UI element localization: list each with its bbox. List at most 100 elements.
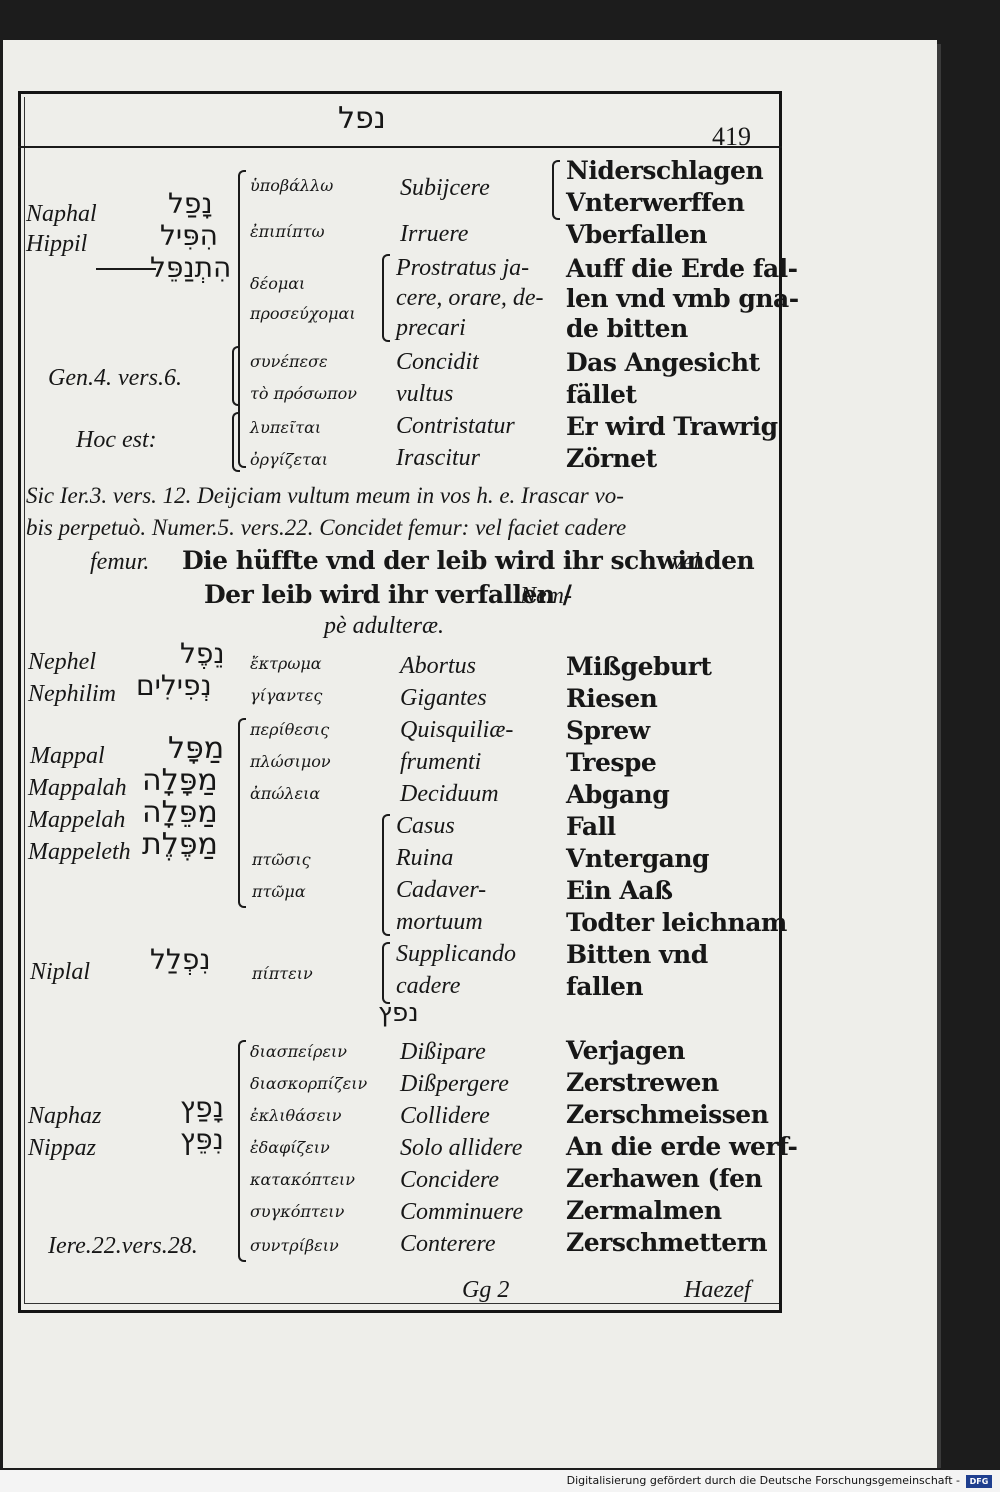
latin-casus: Casus	[396, 813, 455, 839]
latin-frumenti: frumenti	[400, 749, 482, 775]
greek-comminuere: συγκόπτειν	[250, 1202, 345, 1221]
latin-comminuere: Comminuere	[400, 1199, 524, 1225]
greek-collidere: ἐκλιθάσειν	[250, 1106, 342, 1125]
hebrew-subtitle: נפץ	[378, 998, 419, 1028]
page-number: 419	[712, 122, 751, 151]
greek-irruere: ἐπιπίπτω	[250, 222, 325, 241]
greek-quisquiliae: περίθεσις	[250, 720, 330, 739]
latin-dissipare: Dißipare	[400, 1039, 486, 1065]
german-leichnam: Todter leichnam	[566, 908, 787, 937]
german-zermalmen: Zermalmen	[566, 1196, 722, 1225]
latin-solo-allidere: Solo allidere	[400, 1135, 523, 1161]
label-mappelah: Mappelah	[28, 807, 126, 833]
page-frame	[18, 91, 782, 1313]
hebrew-hippil: הִפִּיל	[160, 219, 218, 252]
greek-concidit: συνέπεσε	[250, 352, 328, 371]
label-niplal: Niplal	[30, 959, 91, 985]
latin-cadere: cadere	[396, 973, 461, 999]
latin-prostratus-1: Prostratus ja-	[396, 255, 530, 281]
hebrew-hitnapel: הִתְנַפֵּל	[150, 251, 232, 284]
page-frame-inner	[24, 97, 779, 1304]
paragraph-line-4-latin: Nem-	[520, 583, 572, 609]
greek-frumenti: πλώσιμον	[250, 752, 331, 771]
german-zerschmeissen: Zerschmeissen	[566, 1100, 769, 1129]
latin-deciduum: Deciduum	[400, 781, 499, 807]
brace-gen	[232, 346, 240, 406]
greek-prostratus-2: προσεύχομαι	[250, 304, 356, 323]
paragraph-line-3-latin: femur.	[90, 549, 150, 575]
dfg-logo: DFG	[966, 1475, 992, 1488]
latin-irascitur: Irascitur	[396, 445, 480, 471]
page-edge	[937, 44, 941, 1468]
paragraph-line-2: bis perpetuò. Numer.5. vers.22. Concidet…	[26, 515, 627, 540]
latin-supplicando: Supplicando	[396, 941, 516, 967]
german-prostratus-1: Auff die Erde fal-	[566, 254, 798, 283]
german-trespe: Trespe	[566, 748, 657, 777]
label-mappeleth: Mappeleth	[28, 839, 131, 865]
greek-dispergere: διασκορπίζειν	[250, 1074, 368, 1093]
label-mappal: Mappal	[30, 743, 105, 769]
hebrew-naphal: נָפַל	[168, 187, 213, 220]
hebrew-mappal: מַפָּל	[168, 731, 225, 766]
scan-footer-text: Digitalisierung gefördert durch die Deut…	[566, 1474, 960, 1487]
brace-latin-3	[382, 942, 390, 1004]
greek-casus: πτῶσις	[252, 850, 311, 869]
latin-dispergere: Dißpergere	[400, 1071, 509, 1097]
german-abgang: Abgang	[566, 780, 670, 809]
greek-dissipare: διασπείρειν	[250, 1042, 347, 1061]
latin-vultus: vultus	[396, 381, 454, 407]
greek-subijcere: ὑποβάλλω	[250, 176, 334, 195]
paragraph-line-3-german: Die hüffte vnd der leib wird ihr schwind…	[182, 546, 755, 575]
hebrew-nippaz: נִפֵּץ	[180, 1123, 224, 1156]
greek-gigantes: γίγαντες	[250, 686, 323, 705]
greek-irascitur: ὀργίζεται	[250, 450, 329, 469]
greek-vultus: τὸ πρόσωπον	[250, 384, 357, 403]
hoc-est-label: Hoc est:	[76, 427, 157, 453]
greek-deciduum: ἀπώλεια	[250, 784, 321, 803]
header-rule	[18, 146, 782, 148]
label-hippil: Hippil	[26, 231, 88, 257]
german-fallet: fället	[566, 380, 637, 409]
hebrew-mappelah: מַפֵּלָה	[142, 795, 218, 830]
latin-ruina: Ruina	[396, 845, 454, 871]
german-bitten: Bitten vnd	[566, 940, 708, 969]
gen-reference: Gen.4. vers.6.	[48, 365, 182, 391]
german-zornet: Zörnet	[566, 444, 657, 473]
label-naphaz: Naphaz	[28, 1103, 102, 1129]
brace-greek-1	[238, 170, 246, 468]
german-trawrig: Er wird Trawrig	[566, 412, 778, 441]
connector-dash	[96, 268, 156, 270]
label-mappalah: Mappalah	[28, 775, 127, 801]
latin-prostratus-2: cere, orare, de-	[396, 285, 544, 311]
german-vntergang: Vntergang	[566, 844, 710, 873]
label-nephilim: Nephilim	[28, 681, 116, 707]
hebrew-naphaz: נָפַץ	[180, 1091, 224, 1124]
hebrew-niplal: נִפְלַל	[150, 943, 211, 976]
german-zerhawen: Zerhawen (fen	[566, 1164, 763, 1193]
greek-concidere: κατακόπτειν	[250, 1170, 356, 1189]
label-nephel: Nephel	[28, 649, 96, 675]
greek-solo-allidere: ἐδαφίζειν	[250, 1138, 330, 1157]
paragraph-line-1: Sic Ier.3. vers. 12. Deijciam vultum meu…	[26, 483, 624, 508]
greek-contristatur: λυπεῖται	[250, 418, 322, 437]
scan-footer	[0, 1470, 1000, 1492]
brace-greek-2	[238, 718, 246, 908]
hebrew-mappalah: מַפָּלָה	[142, 763, 218, 798]
german-vnterwerffen: Vnterwerffen	[566, 188, 745, 217]
brace-latin-1	[382, 254, 390, 342]
german-angesicht: Das Angesicht	[566, 348, 760, 377]
latin-concidere: Concidere	[400, 1167, 500, 1193]
paragraph-line-3-end: vel	[672, 549, 700, 575]
latin-cadaver: Cadaver-	[396, 877, 487, 903]
paragraph-line-4-german: Der leib wird ihr verfallen /	[204, 580, 572, 609]
german-prostratus-3: de bitten	[566, 314, 688, 343]
latin-quisquiliae: Quisquiliæ-	[400, 717, 514, 743]
latin-abortus: Abortus	[400, 653, 477, 679]
signature-mark: Gg 2	[462, 1277, 510, 1303]
greek-abortus: ἔκτρωμα	[250, 654, 322, 673]
label-nippaz: Nippaz	[28, 1135, 97, 1161]
latin-irruere: Irruere	[400, 221, 469, 247]
latin-mortuum: mortuum	[396, 909, 483, 935]
hebrew-nephilim: נְפִילִים	[136, 669, 212, 702]
latin-gigantes: Gigantes	[400, 685, 487, 711]
